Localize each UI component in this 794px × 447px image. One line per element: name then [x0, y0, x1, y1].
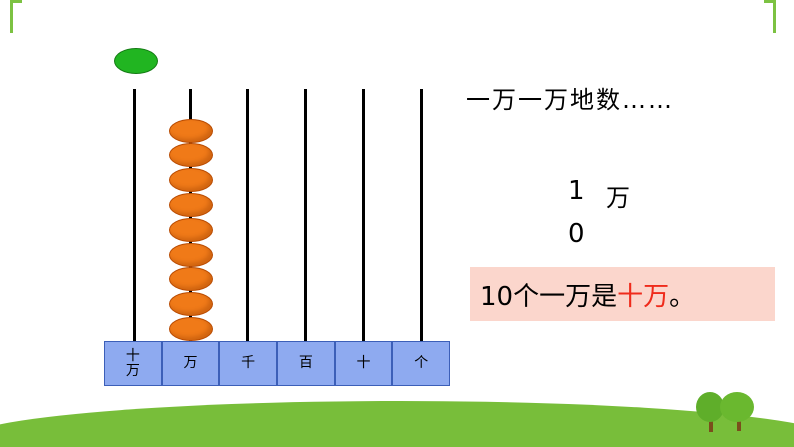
place-label-shiwan: 十万	[104, 341, 162, 386]
frame-corner-top-left	[10, 0, 22, 3]
place-label-shi: 十	[334, 341, 393, 386]
answer-text: 10个一万是	[480, 281, 618, 312]
counting-heading: 一万一万地数……	[466, 86, 674, 114]
bead	[168, 267, 213, 292]
bead	[168, 317, 213, 341]
answer-box: 10个一万是十万。	[470, 267, 775, 321]
incoming-bead	[114, 48, 158, 74]
rod-shiwan	[133, 89, 136, 341]
rod-shi	[362, 89, 365, 341]
bead	[168, 168, 213, 193]
bead	[168, 242, 213, 267]
place-label-bai: 百	[277, 341, 335, 386]
place-label-ge: 个	[392, 341, 451, 386]
bead	[168, 143, 213, 168]
rod-ge	[420, 89, 423, 341]
place-label-wan: 万	[161, 341, 220, 386]
bead	[168, 217, 213, 242]
bead	[168, 193, 213, 217]
bead	[168, 118, 213, 143]
place-label-qian: 千	[219, 341, 278, 386]
answer-highlight: 十万	[617, 281, 670, 312]
bead	[168, 292, 213, 317]
frame-corner-top-right	[764, 0, 776, 3]
abacus-base: 十万 万 千 百 十 个	[104, 341, 451, 386]
frame-corner-right	[773, 0, 776, 33]
digit-zero: 0	[568, 219, 585, 249]
answer-period: 。	[669, 281, 696, 312]
rod-qian	[246, 89, 249, 341]
frame-corner-left	[10, 0, 13, 33]
rod-bai	[304, 89, 307, 341]
digit-one: 1	[568, 176, 585, 206]
unit-wan: 万	[606, 184, 630, 212]
